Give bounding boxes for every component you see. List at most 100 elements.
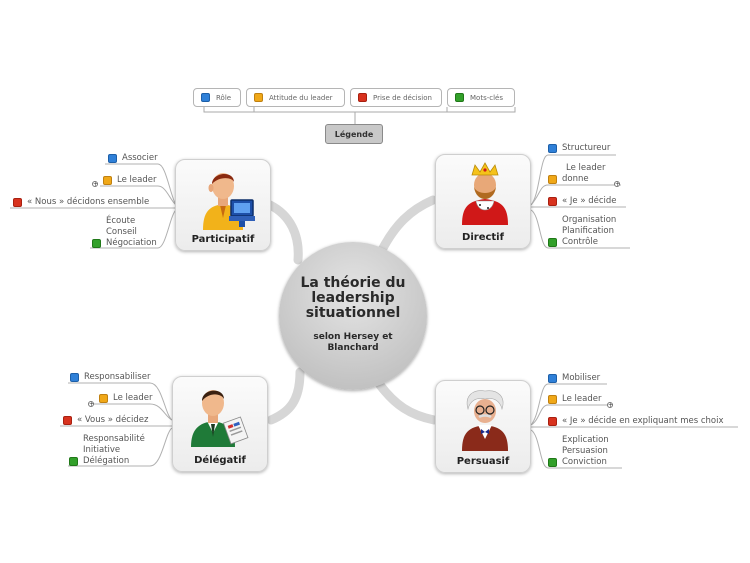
leaf-label: « Je » décide — [562, 196, 617, 206]
legend-item-role[interactable]: Rôle — [193, 88, 241, 107]
orange-square-icon — [548, 175, 557, 184]
red-square-icon — [358, 93, 367, 102]
orange-square-icon — [548, 395, 557, 404]
blue-square-icon — [108, 154, 117, 163]
expand-icon[interactable]: + — [92, 181, 99, 188]
leaf-directif-keywords[interactable]: Organisation Planification Contrôle — [548, 215, 616, 248]
legend-item-decision[interactable]: Prise de décision — [350, 88, 442, 107]
blue-square-icon — [548, 144, 557, 153]
keyword: Délégation — [83, 456, 130, 466]
leaf-persuasif-decision[interactable]: « Je » décide en expliquant mes choix — [548, 416, 723, 427]
businessman-computer-icon — [203, 173, 255, 230]
branch-delegatif — [266, 367, 305, 425]
card-label: Participatif — [191, 234, 255, 245]
leaf-label: Mobiliser — [562, 373, 601, 383]
leaf-label: Le leader — [117, 175, 157, 185]
leaf-label: « Je » décide en expliquant mes choix — [562, 416, 724, 426]
expand-icon[interactable]: + — [607, 402, 614, 409]
card-label: Directif — [462, 232, 504, 243]
leaf-participatif-keywords[interactable]: Écoute Conseil Négociation — [92, 216, 157, 249]
central-subtitle-line: Blanchard — [327, 343, 379, 353]
leaf-label: Responsabiliser — [84, 372, 151, 382]
blue-square-icon — [201, 93, 210, 102]
leaf-label: Le leader — [562, 394, 602, 404]
keyword: Initiative — [83, 445, 121, 455]
red-square-icon — [13, 198, 22, 207]
blue-square-icon — [548, 374, 557, 383]
expand-icon[interactable]: + — [88, 401, 95, 408]
leaf-label: « Nous » décidons ensemble — [27, 197, 150, 207]
leaf-label-line: donne — [562, 174, 589, 184]
orange-square-icon — [254, 93, 263, 102]
card-participatif[interactable]: Participatif — [175, 159, 271, 251]
leaf-label: Associer — [122, 153, 158, 163]
branch-persuasif — [375, 380, 439, 425]
card-directif[interactable]: Directif — [435, 154, 531, 249]
legend-item-label: Prise de décision — [373, 94, 432, 102]
legend-item-label: Attitude du leader — [269, 94, 333, 102]
legend-item-label: Rôle — [216, 94, 232, 102]
leaf-delegatif-decision[interactable]: « Vous » décidez — [63, 415, 148, 426]
leaf-persuasif-attitude[interactable]: Le leader — [548, 394, 601, 405]
king-crown-icon — [462, 162, 508, 225]
central-title-line: La théorie du — [300, 275, 406, 291]
leaf-label: Le leader — [113, 393, 153, 403]
card-persuasif[interactable]: Persuasif — [435, 380, 531, 473]
leaf-directif-attitude[interactable]: Le leader donne — [548, 163, 605, 185]
central-subtitle-line: selon Hersey et — [313, 332, 393, 342]
legend-title[interactable]: Légende — [325, 124, 383, 144]
green-square-icon — [548, 238, 557, 247]
central-title-line: leadership — [311, 290, 395, 306]
keyword: Conseil — [106, 227, 137, 237]
green-square-icon — [69, 457, 78, 466]
leaf-delegatif-attitude[interactable]: Le leader — [99, 393, 152, 404]
green-square-icon — [92, 239, 101, 248]
green-square-icon — [548, 458, 557, 467]
legend-item-keywords[interactable]: Mots-clés — [447, 88, 515, 107]
expand-icon[interactable]: + — [614, 181, 621, 188]
branch-participatif — [265, 200, 303, 265]
leaf-delegatif-keywords[interactable]: Responsabilité Initiative Délégation — [69, 434, 145, 467]
keyword: Conviction — [562, 457, 607, 467]
keyword: Contrôle — [562, 237, 598, 247]
card-label: Persuasif — [456, 456, 510, 467]
orange-square-icon — [103, 176, 112, 185]
leaf-directif-decision[interactable]: « Je » décide — [548, 196, 617, 207]
keyword: Planification — [562, 226, 614, 236]
keyword: Organisation — [562, 215, 617, 225]
leaf-participatif-decision[interactable]: « Nous » décidons ensemble — [13, 197, 149, 208]
red-square-icon — [63, 416, 72, 425]
keyword: Explication — [562, 435, 609, 445]
legend-connector — [203, 107, 516, 124]
card-label: Délégatif — [194, 455, 246, 466]
card-delegatif[interactable]: Délégatif — [172, 376, 268, 472]
legend-item-label: Mots-clés — [470, 94, 503, 102]
leaf-participatif-attitude[interactable]: Le leader — [103, 175, 156, 186]
branch-directif — [377, 195, 438, 255]
blue-square-icon — [70, 373, 79, 382]
orange-square-icon — [99, 394, 108, 403]
professor-glasses-icon — [462, 390, 508, 451]
leaf-label: Structureur — [562, 143, 611, 153]
leaf-delegatif-role[interactable]: Responsabiliser — [70, 372, 150, 383]
leaf-persuasif-role[interactable]: Mobiliser — [548, 373, 600, 384]
central-title-line: situationnel — [305, 305, 401, 321]
central-subtitle: selon Hersey et Blanchard — [279, 332, 427, 354]
leaf-label-line: Le leader — [566, 163, 606, 173]
leaf-participatif-role[interactable]: Associer — [108, 153, 158, 164]
leaf-label: « Vous » décidez — [77, 415, 149, 425]
legend-item-attitude[interactable]: Attitude du leader — [246, 88, 345, 107]
keyword: Écoute — [106, 216, 136, 226]
green-square-icon — [455, 93, 464, 102]
central-topic[interactable]: La théorie du leadership situationnel se… — [279, 242, 427, 390]
red-square-icon — [548, 197, 557, 206]
red-square-icon — [548, 417, 557, 426]
keyword: Persuasion — [562, 446, 608, 456]
businessman-document-icon — [191, 390, 249, 447]
leaf-persuasif-keywords[interactable]: Explication Persuasion Conviction — [548, 435, 609, 468]
leaf-directif-role[interactable]: Structureur — [548, 143, 610, 154]
keyword: Négociation — [106, 238, 157, 248]
keyword: Responsabilité — [83, 434, 145, 444]
central-title: La théorie du leadership situationnel — [279, 276, 427, 321]
